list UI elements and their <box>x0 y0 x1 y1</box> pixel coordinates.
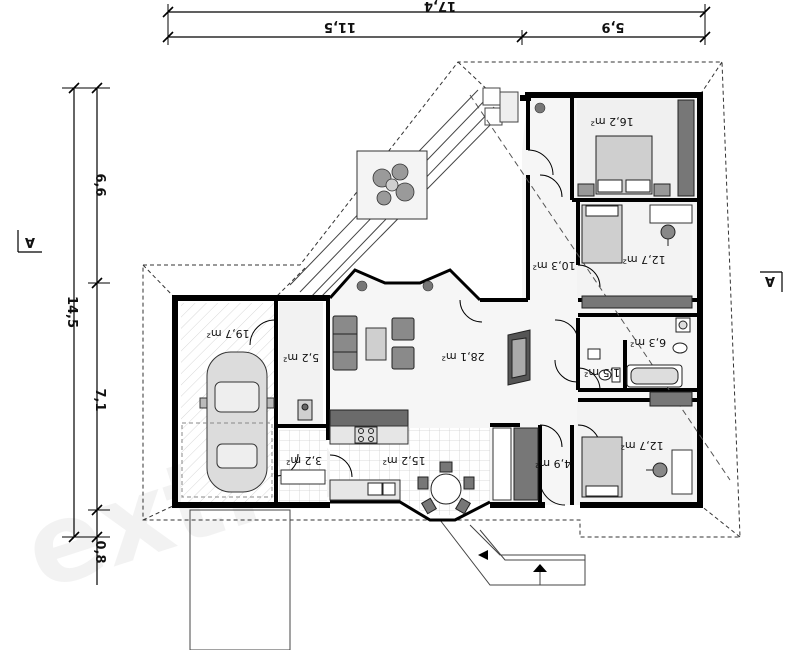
dim-width-right: 5,9 <box>601 19 624 34</box>
roof-outline <box>142 61 741 538</box>
wardrobe-top <box>581 295 693 309</box>
terrace-box-2 <box>484 107 503 126</box>
room-area-master-bedroom: 16,2 m² <box>590 115 633 128</box>
coffee-table <box>365 327 387 361</box>
wardrobe-master <box>677 99 695 197</box>
wardrobe-hall <box>492 427 512 501</box>
room-area-garage: 19,7 m² <box>206 327 249 340</box>
room-area-hall: 10,3 m² <box>532 259 575 272</box>
driveway <box>189 509 291 650</box>
section-marker-right: A <box>760 271 783 292</box>
door-swings <box>249 149 601 506</box>
desk-chair-bottom-icon <box>646 462 668 478</box>
boiler-icon <box>297 399 313 421</box>
dim-depth-bottom: 0,8 <box>92 540 107 563</box>
room-area-pantry: 3,2 m² <box>286 454 322 467</box>
interior-walls <box>274 95 700 505</box>
bathtub-icon <box>626 364 683 388</box>
wc-basin <box>587 348 601 360</box>
double-bed-icon <box>577 135 671 197</box>
dim-width-left: 11,5 <box>324 19 356 34</box>
dimension-lines-left: 14,5 6,6 7,1 0,8 <box>62 82 110 585</box>
sink-icon <box>367 482 396 496</box>
dim-depth-lower: 7,1 <box>92 388 107 411</box>
bay-window-walls <box>328 268 491 522</box>
washbasin-icon <box>675 317 691 333</box>
single-bed-bottom-icon <box>581 436 623 498</box>
sofa-icon <box>332 315 358 371</box>
room-area-bedroom-top: 12,7 m² <box>622 253 665 266</box>
kitchen-counter-upper <box>329 409 409 427</box>
room-area-boiler: 5,2 m² <box>283 351 319 364</box>
single-bed-top-icon <box>581 204 623 264</box>
desk-bottom <box>671 449 693 495</box>
pantry-shelf <box>280 469 326 485</box>
armchair-icons <box>391 317 415 370</box>
entrance-path <box>439 519 586 586</box>
dim-overall-depth: 14,5 <box>64 296 79 328</box>
entrance-arrow-icon <box>533 564 547 572</box>
toilet-icon <box>598 342 688 383</box>
car-icon <box>199 351 275 493</box>
dim-overall-width: 17,4 <box>424 0 456 13</box>
section-line <box>469 94 731 481</box>
dim-depth-upper: 6,6 <box>92 173 107 196</box>
room-area-kitchen: 15,2 m² <box>382 454 425 467</box>
terrace-box-1 <box>482 87 501 106</box>
desk-chair-icon <box>660 224 676 246</box>
room-area-bedroom-bottom: 12,7 m² <box>620 439 663 452</box>
entry-arrow-icon <box>478 550 488 560</box>
fireplace-icon <box>507 329 531 386</box>
room-area-wc: 1,5 m² <box>584 366 620 379</box>
dimension-lines-top: 17,4 11,5 5,9 <box>162 0 711 45</box>
terrace-box-3 <box>499 91 519 123</box>
plant-icon <box>372 163 415 206</box>
stove-icon <box>354 426 378 444</box>
section-marker-left: A <box>17 230 42 253</box>
room-labels: 19,7 m² 5,2 m² 3,2 m² 15,2 m² 28,1 m² 10… <box>206 115 666 470</box>
section-label-right: A <box>765 273 775 288</box>
wardrobe-vestibule <box>513 427 539 501</box>
garage-door-line <box>181 422 273 498</box>
desk-top <box>649 204 693 224</box>
room-area-vestibule: 4,9 m² <box>535 457 571 470</box>
wardrobe-bottom <box>649 391 693 407</box>
room-area-living: 28,1 m² <box>441 350 484 363</box>
room-area-bathroom: 6,3 m² <box>630 336 666 349</box>
dining-table-icon <box>417 461 475 515</box>
section-label-left: A <box>25 234 35 249</box>
